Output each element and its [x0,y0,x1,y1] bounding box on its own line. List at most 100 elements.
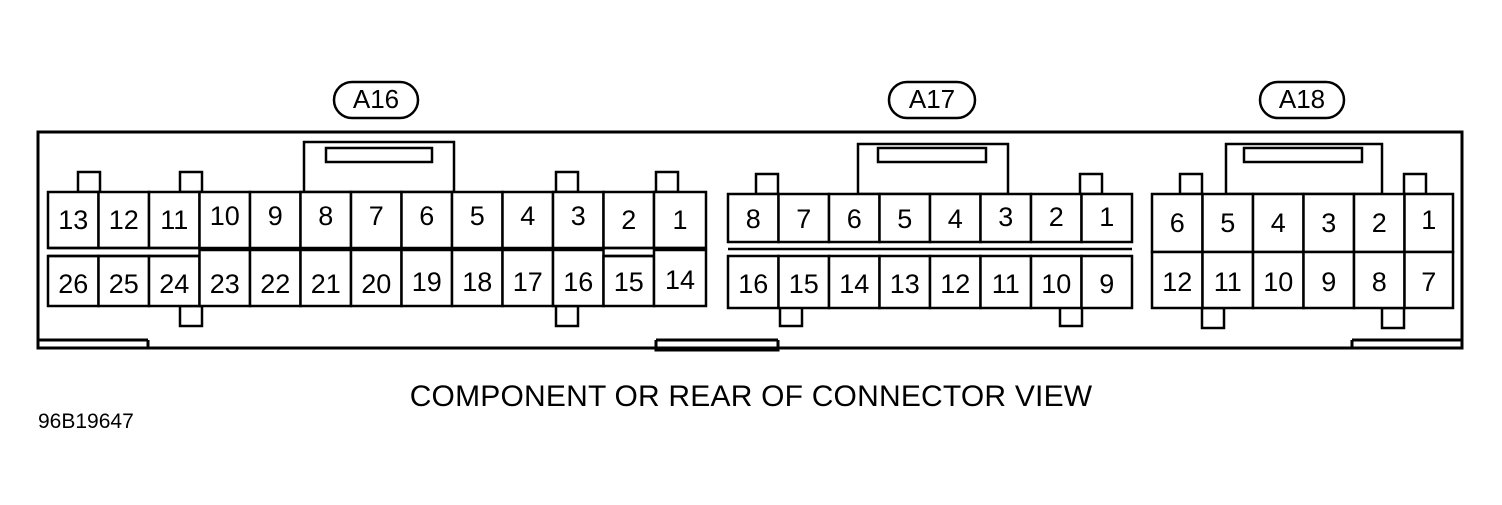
pin-a17-13: 13 [878,254,932,310]
connector-a16-label: A16 [353,84,399,114]
pin-a16-5-label: 5 [470,201,485,231]
connector-a18-label-oval: A18 [1258,80,1346,120]
pin-a17-5: 5 [878,192,932,244]
pin-a16-15: 15 [602,254,656,308]
pin-a18-12: 12 [1150,250,1204,310]
connector-a16-label-oval: A16 [332,80,420,120]
pin-a18-5: 5 [1201,192,1255,254]
connector-a18-label: A18 [1279,84,1325,114]
pin-a16-2-label: 2 [621,205,636,235]
connector-a16-bottom-pins: 26 25 24 23 22 21 20 19 18 17 16 15 14 [46,248,708,308]
pin-a16-24: 24 [147,254,201,308]
pin-a16-3: 3 [551,190,605,250]
pin-a16-24-label: 24 [159,269,189,299]
pin-a18-2: 2 [1352,192,1406,254]
pin-a17-4: 4 [928,192,982,244]
pin-a16-9-label: 9 [268,201,283,231]
pin-a17-11-label: 11 [992,269,1020,299]
connector-a16-lock-tab [302,140,456,194]
pin-a16-22-label: 22 [260,269,290,299]
pin-a17-7: 7 [777,192,831,244]
pin-a16-23: 23 [198,248,252,308]
pin-a18-5-label: 5 [1220,208,1235,238]
connector-a17: A17 8 7 6 5 4 3 2 1 16 15 14 13 12 [726,80,1134,328]
pin-a17-10-label: 10 [1041,269,1071,299]
connector-a17-latches [754,172,1104,328]
pin-a16-26: 26 [46,254,100,308]
connector-a18-lock-tab [1224,142,1384,196]
pin-a18-6-label: 6 [1170,208,1185,238]
pin-a16-14: 14 [652,248,708,308]
pin-a18-2-label: 2 [1372,208,1387,238]
pin-a17-12: 12 [928,254,982,310]
pin-a18-12-label: 12 [1162,267,1192,297]
pin-a17-12-label: 12 [940,269,970,299]
pin-a16-3-label: 3 [571,201,586,231]
pin-a18-8: 8 [1352,250,1406,310]
pin-a18-6: 6 [1150,192,1204,254]
pin-a18-3: 3 [1302,192,1356,254]
pin-a16-17-label: 17 [513,267,543,297]
pin-a18-8-label: 8 [1372,267,1387,297]
pin-a16-5: 5 [450,190,504,250]
pin-a17-2: 2 [1029,192,1083,244]
pin-a17-13-label: 13 [890,269,920,299]
pin-a17-9: 9 [1080,254,1134,310]
connector-a17-lock-tab [856,142,1010,196]
connector-a17-label-oval: A17 [887,80,977,120]
pin-a17-1-label: 1 [1099,202,1114,232]
connector-a18: A18 6 5 4 3 2 1 12 11 10 9 8 7 [1150,80,1455,330]
pin-a17-8: 8 [726,192,780,244]
connector-a17-bottom-pins: 16 15 14 13 12 11 10 9 [726,254,1134,310]
connector-a18-latches [1178,172,1428,330]
pin-a18-9-label: 9 [1321,267,1336,297]
pin-a16-16: 16 [551,248,605,308]
pin-a16-17: 17 [501,248,555,308]
pin-a17-3: 3 [979,192,1033,244]
pin-a17-16: 16 [726,254,780,310]
pin-a16-20-label: 20 [361,269,391,299]
pin-a17-6: 6 [827,192,881,244]
pin-a18-10: 10 [1251,250,1305,310]
connector-a16-top-pins: 13 12 11 10 9 8 7 6 5 4 3 2 1 [46,190,708,250]
pin-a17-10: 10 [1029,254,1083,310]
pin-a18-4-label: 4 [1271,208,1286,238]
pin-a17-14: 14 [827,254,881,310]
pin-a18-11: 11 [1201,250,1255,310]
pin-a16-18: 18 [450,248,504,308]
pin-a16-20: 20 [349,248,403,308]
pin-a16-21: 21 [299,248,353,308]
pin-a18-7-label: 7 [1421,267,1436,297]
pin-a16-12: 12 [97,190,151,250]
pin-a16-1-label: 1 [672,205,687,235]
pin-a17-7-label: 7 [796,204,811,234]
pin-a16-25: 25 [97,254,151,308]
pin-a16-21-label: 21 [311,269,341,299]
pin-a16-10: 10 [198,190,252,250]
pin-a18-11-label: 11 [1214,267,1242,297]
pin-a16-25-label: 25 [109,269,139,299]
connector-a18-bottom-pins: 12 11 10 9 8 7 [1150,250,1455,310]
connector-a18-top-pins: 6 5 4 3 2 1 [1150,192,1455,254]
pin-a16-19: 19 [400,248,454,308]
pin-a16-18-label: 18 [462,267,492,297]
pin-a16-2: 2 [602,190,656,250]
pin-a18-1-label: 1 [1421,205,1436,235]
pin-a17-16-label: 16 [738,269,768,299]
pin-a17-2-label: 2 [1049,202,1064,232]
connector-a17-label: A17 [909,84,955,114]
pin-a16-13: 13 [46,190,100,250]
pin-a16-19-label: 19 [412,267,442,297]
diagram-caption: COMPONENT OR REAR OF CONNECTOR VIEW [409,380,1093,413]
pin-a18-7: 7 [1403,250,1455,310]
pin-a16-14-label: 14 [665,265,695,295]
pin-a16-11: 11 [147,190,201,250]
pin-a16-1: 1 [652,190,708,250]
pin-a17-8-label: 8 [746,204,761,234]
pin-a16-16-label: 16 [563,267,593,297]
pin-a18-3-label: 3 [1321,208,1336,238]
pin-a16-15-label: 15 [614,267,644,297]
pin-a18-10-label: 10 [1263,267,1293,297]
pin-a16-10-label: 10 [210,201,240,231]
